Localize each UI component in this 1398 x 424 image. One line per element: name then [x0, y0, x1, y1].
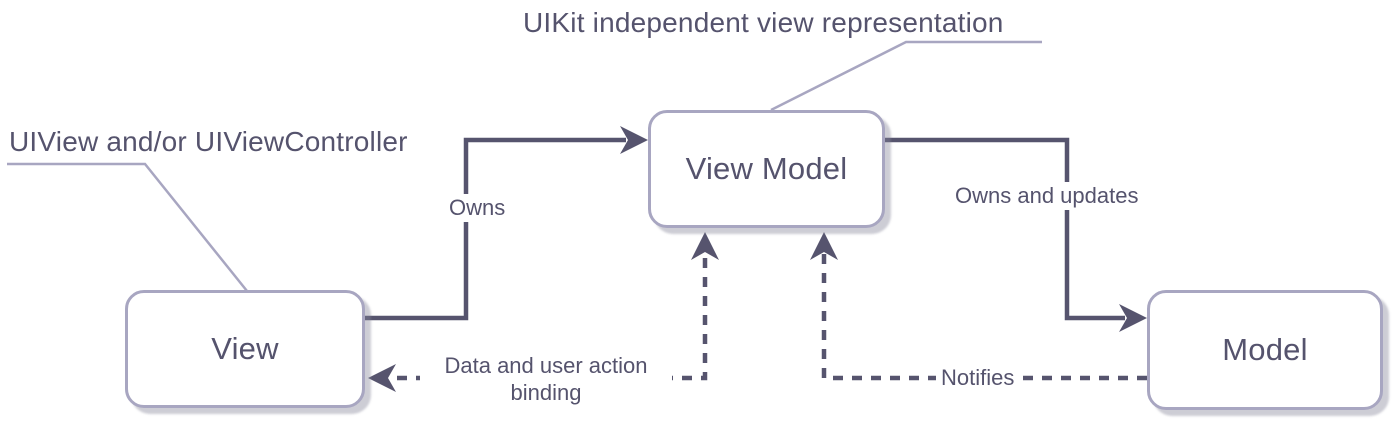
arrowhead-left-icon	[368, 364, 396, 392]
node-view-model-label: View Model	[685, 151, 848, 186]
node-view-model: View Model	[648, 110, 885, 228]
edge-label-data-binding: Data and user action binding	[420, 351, 672, 407]
edge-notifies-arrow	[810, 232, 1147, 381]
node-model: Model	[1147, 290, 1383, 410]
callout-uiview-note: UIView and/or UIViewController	[9, 126, 408, 157]
callout-line-uikit	[770, 40, 1042, 112]
node-view: View	[125, 290, 365, 408]
callout-uikit-note: UIKit independent view representation	[523, 7, 1004, 38]
edge-owns-and-updates-arrow	[885, 137, 1147, 332]
node-model-label: Model	[1222, 332, 1308, 367]
arrowhead-right-icon	[1119, 304, 1147, 332]
node-view-label: View	[211, 331, 279, 366]
callout-line-uiview	[7, 162, 248, 292]
arrowhead-up-icon	[691, 232, 719, 260]
arrowhead-right-icon	[620, 126, 648, 154]
arrowhead-up-icon	[810, 232, 838, 260]
edge-owns-arrow	[365, 126, 648, 321]
edge-label-owns-and-updates: Owns and updates	[950, 182, 1144, 210]
edge-label-owns: Owns	[444, 194, 511, 222]
edge-label-notifies: Notifies	[936, 364, 1020, 392]
